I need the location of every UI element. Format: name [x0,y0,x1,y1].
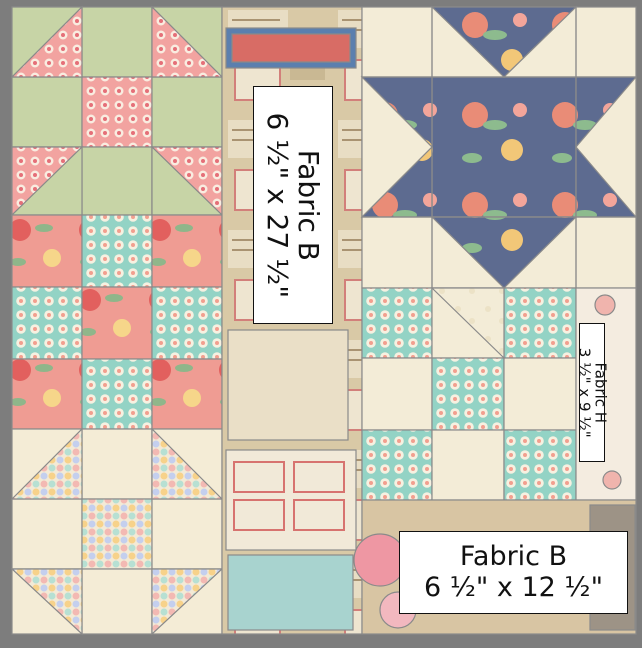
fabric-b-wide-size: 6 ½" x 12 ½" [424,573,603,603]
fabric-h-label: Fabric H 3 ½" x 9 ½" [579,323,605,462]
block-cream-shoofly [12,429,222,634]
fabric-h-name: Fabric H [592,362,608,423]
block-green-shoofly [12,7,222,215]
fabric-b-tall-size: 6 ½" x 27 ½" [262,112,293,298]
fabric-h-size: 3 ½" x 9 ½" [576,348,592,438]
fabric-b-tall-name: Fabric B [293,149,324,260]
block-nine-patch [12,215,222,429]
fabric-b-wide-name: Fabric B [460,542,567,572]
block-navy-star [362,7,636,288]
fabric-b-wide-label: Fabric B 6 ½" x 12 ½" [399,531,628,614]
fabric-b-tall-label: Fabric B 6 ½" x 27 ½" [253,86,333,324]
